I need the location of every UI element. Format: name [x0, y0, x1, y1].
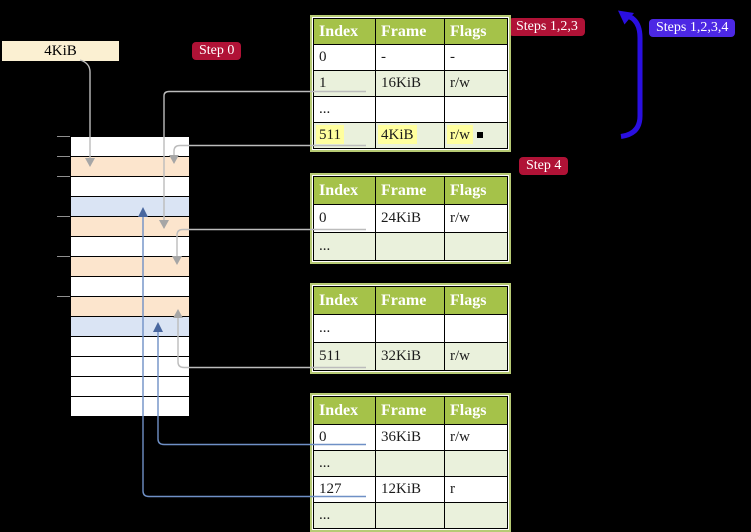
memory-frame-free: [71, 277, 189, 297]
memory-frame-free: [71, 337, 189, 357]
memory-frame-mapped: [71, 317, 189, 337]
memory-frame-page-table: [71, 157, 189, 177]
cell-frame: [375, 96, 445, 123]
memory-frame-page-table: [71, 297, 189, 317]
memory-frame-page-table: [71, 257, 189, 277]
cell-index: 0: [313, 44, 376, 71]
column-header-frame: Frame: [375, 286, 445, 315]
physical-memory-stack: [70, 136, 190, 417]
cell-flags: [444, 502, 508, 529]
cell-index: ...: [313, 96, 376, 123]
step-4-badge: Step 4: [519, 157, 569, 175]
cell-index: 511: [313, 122, 376, 149]
cell-index: 127: [313, 476, 376, 503]
highlighted-value: r/w: [447, 125, 473, 144]
memory-frame-page-table: [71, 217, 189, 237]
cell-index: 1: [313, 70, 376, 97]
cell-flags: r/w: [444, 424, 508, 451]
column-header-frame: Frame: [375, 176, 445, 205]
step-0-badge: Step 0: [192, 42, 242, 60]
column-header-flags: Flags: [444, 396, 508, 425]
column-header-index: Index: [313, 396, 376, 425]
cell-index: ...: [313, 450, 376, 477]
steps-1-2-3-badge: Steps 1,2,3: [509, 18, 585, 36]
column-header-flags: Flags: [444, 286, 508, 315]
column-header-index: Index: [313, 18, 376, 45]
cell-frame: 24KiB: [375, 204, 445, 233]
cell-frame: [375, 232, 445, 261]
cell-index: 511: [313, 342, 376, 371]
recursive-loop-arrowhead: [618, 10, 634, 25]
memory-frame-free: [71, 177, 189, 197]
cell-frame: -: [375, 44, 445, 71]
cell-index: 0: [313, 424, 376, 451]
cell-index: ...: [313, 502, 376, 529]
cell-frame: [375, 314, 445, 343]
highlighted-value: 511: [316, 125, 344, 144]
cell-flags: [444, 96, 508, 123]
memory-frame-mapped: [71, 197, 189, 217]
cell-frame: 12KiB: [375, 476, 445, 503]
column-header-index: Index: [313, 176, 376, 205]
cell-index: 0: [313, 204, 376, 233]
table-row: ...: [313, 232, 508, 261]
column-header-flags: Flags: [444, 18, 508, 45]
cell-flags: [444, 232, 508, 261]
memory-frame-free: [71, 237, 189, 257]
memory-tick-marks: [57, 136, 70, 297]
cell-frame: 16KiB: [375, 70, 445, 97]
cell-index: ...: [313, 314, 376, 343]
column-header-index: Index: [313, 286, 376, 315]
highlighted-value: 4KiB: [378, 125, 417, 144]
column-header-frame: Frame: [375, 396, 445, 425]
cell-flags: r: [444, 476, 508, 503]
cell-frame: [375, 502, 445, 529]
cell-flags: r/w: [444, 204, 508, 233]
cell-frame: 4KiB: [375, 122, 445, 149]
memory-frame-free: [71, 397, 189, 417]
table-row: ...: [313, 502, 508, 529]
cell-flags: [444, 314, 508, 343]
frame-size-label: 4KiB: [2, 41, 119, 61]
cell-flags: r/w: [444, 342, 508, 371]
cell-frame: 36KiB: [375, 424, 445, 451]
memory-frame-free: [71, 357, 189, 377]
cell-flags: [444, 450, 508, 477]
cell-frame: 32KiB: [375, 342, 445, 371]
memory-frame-free: [71, 137, 189, 157]
cell-flags: r/w: [444, 122, 508, 149]
table-row: ...: [313, 314, 508, 343]
memory-frame-free: [71, 377, 189, 397]
table-row: ...: [313, 96, 508, 123]
cell-flags: -: [444, 44, 508, 71]
cell-frame: [375, 450, 445, 477]
column-header-flags: Flags: [444, 176, 508, 205]
steps-1-2-3-4-badge: Steps 1,2,3,4: [649, 19, 736, 37]
table-row: 511 4KiB r/w: [313, 122, 508, 149]
cell-index: ...: [313, 232, 376, 261]
table-row: ...: [313, 450, 508, 477]
table-row: 0--: [313, 44, 508, 71]
column-header-frame: Frame: [375, 18, 445, 45]
cell-flags: r/w: [444, 70, 508, 97]
recursive-loop-arrow: [620, 14, 643, 139]
